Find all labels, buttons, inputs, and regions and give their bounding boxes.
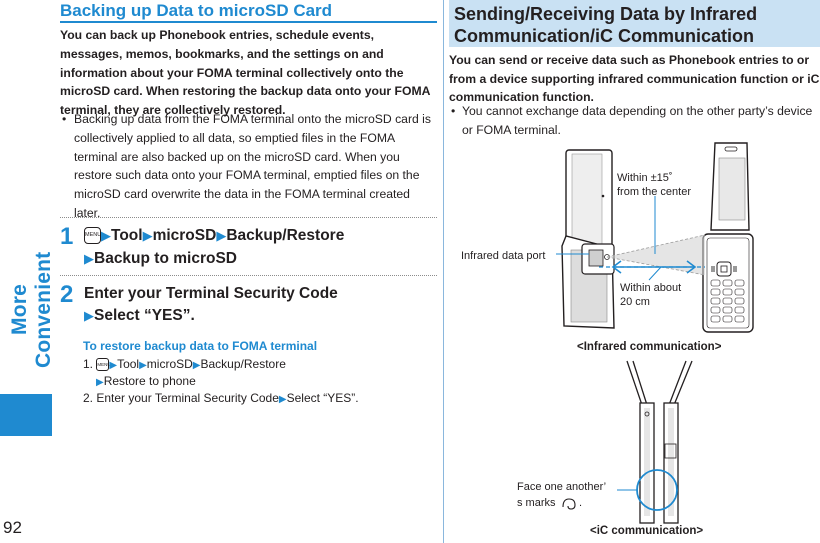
- restore-microsd: microSD: [146, 357, 193, 371]
- backup-note: • Backing up data from the FOMA terminal…: [62, 110, 437, 223]
- title-rule: [60, 21, 437, 23]
- step-1-microsd: microSD: [152, 227, 217, 244]
- side-tab-label: More Convenient: [8, 251, 55, 369]
- side-tab-marker: [0, 394, 52, 436]
- port-label: Infrared data port: [461, 250, 545, 262]
- page-number: 92: [3, 518, 22, 537]
- title-line-2: Communication/iC Communication: [454, 26, 755, 46]
- right-phone-illustration: [702, 142, 754, 333]
- restore-backup-restore: Backup/Restore: [200, 357, 286, 371]
- column-divider: [443, 0, 444, 543]
- title-line-1: Sending/Receiving Data by Infrared: [454, 4, 758, 24]
- side-tab: More Convenient: [0, 0, 55, 543]
- restore-step-1: 1. MENU▶Tool▶microSD▶Backup/Restore: [83, 357, 286, 372]
- step-1-backup-restore: Backup/Restore: [226, 227, 345, 244]
- ic-caption: <iC communication>: [590, 525, 703, 537]
- step-1-number: 1: [60, 223, 74, 250]
- menu-key-icon: MENU: [96, 358, 111, 372]
- backup-intro: You can back up Phonebook entries, sched…: [60, 28, 430, 118]
- arrow-icon: ▶: [142, 228, 153, 243]
- step-divider: [60, 217, 437, 218]
- infrared-note-text: You cannot exchange data depending on th…: [462, 104, 813, 137]
- restore-step-1-number: 1.: [83, 357, 94, 371]
- angle-label-1: Within ±15˚: [617, 172, 673, 184]
- infrared-beam: [607, 235, 705, 275]
- face-label-tail: .: [579, 497, 582, 509]
- infrared-intro: You can send or receive data such as Pho…: [449, 53, 820, 105]
- ic-mark-icon: [562, 498, 576, 510]
- infrared-caption: <Infrared communication>: [577, 341, 722, 353]
- step-2-line-1: Enter your Terminal Security Code: [84, 285, 338, 302]
- distance-label-1: Within about: [620, 282, 681, 294]
- step-divider: [60, 275, 437, 276]
- arrow-icon: ▶: [278, 394, 287, 405]
- bullet-dot: •: [451, 104, 456, 118]
- arrow-icon: ▶: [96, 377, 104, 388]
- face-label-1: Face one another’: [517, 481, 606, 493]
- bullet-dot: •: [62, 112, 67, 126]
- step-2-number: 2: [60, 281, 74, 308]
- menu-key-icon: MENU: [84, 227, 101, 245]
- ic-phones-illustration: [626, 360, 693, 524]
- restore-step-2-number: 2.: [83, 391, 94, 405]
- restore-select-yes: Select “YES”.: [286, 391, 359, 405]
- arrow-icon: ▶: [216, 228, 227, 243]
- section-title-backup: Backing up Data to microSD Card: [60, 1, 333, 20]
- distance-leader-line: [648, 266, 662, 281]
- face-label-2: s marks: [517, 497, 556, 509]
- arrow-icon: ▶: [101, 228, 111, 243]
- distance-label-2: 20 cm: [620, 296, 650, 308]
- infrared-note: • You cannot exchange data depending on …: [451, 102, 820, 139]
- restore-step-2: 2. Enter your Terminal Security Code▶Sel…: [83, 391, 359, 405]
- step-2-line-2: ▶Select “YES”.: [84, 307, 195, 325]
- arrow-icon: ▶: [109, 360, 118, 371]
- restore-to-phone: Restore to phone: [103, 374, 196, 388]
- arrow-icon: ▶: [192, 360, 201, 371]
- step-1-line-1: MENU▶Tool▶microSD▶Backup/Restore: [84, 227, 344, 245]
- backup-note-text: Backing up data from the FOMA terminal o…: [74, 112, 431, 220]
- step-1-line-2: ▶Backup to microSD: [84, 250, 237, 268]
- restore-tool: Tool: [117, 357, 140, 371]
- angle-label-2: from the center: [617, 186, 691, 198]
- arrow-icon: ▶: [139, 360, 147, 371]
- restore-step-2-text: Enter your Terminal Security Code: [96, 391, 279, 405]
- step-1-backup-to-microsd: Backup to microSD: [94, 250, 237, 267]
- restore-step-1-cont: ▶Restore to phone: [96, 374, 196, 388]
- section-header-bg: [449, 0, 820, 47]
- left-phone-illustration: [561, 149, 615, 329]
- section-title-infrared: Sending/Receiving Data by Infrared Commu…: [454, 3, 816, 47]
- arrow-icon: ▶: [84, 308, 94, 323]
- step-2-select-yes: Select “YES”.: [94, 307, 195, 324]
- restore-heading: To restore backup data to FOMA terminal: [83, 339, 318, 353]
- distance-arrow: [611, 260, 697, 274]
- arrow-icon: ▶: [84, 251, 94, 266]
- step-1-tool: Tool: [111, 227, 143, 244]
- communication-figure: Within ±15˚ from the center Infrared dat…: [461, 142, 754, 537]
